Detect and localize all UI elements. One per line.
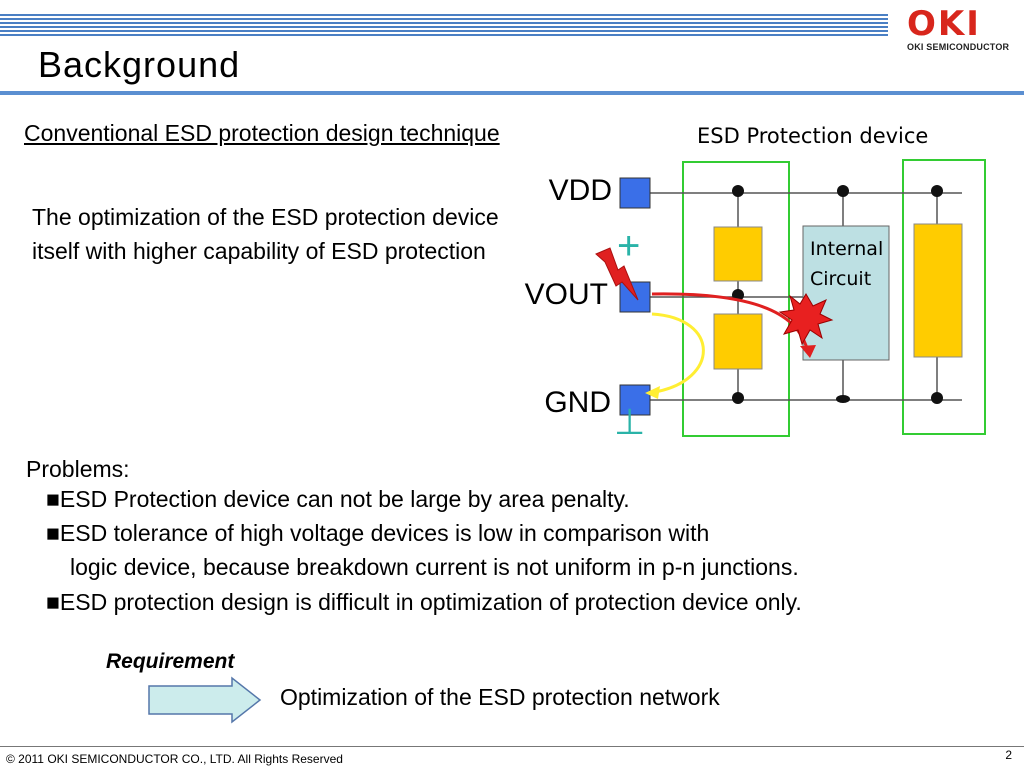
requirement-arrow-icon [148, 676, 262, 724]
gnd-pad [619, 384, 651, 416]
ground-symbol: ⊥ [614, 401, 646, 442]
title-divider [0, 91, 1024, 95]
internal-label-line-2: Circuit [810, 268, 872, 290]
protection-frame-left [682, 161, 790, 437]
problem-item: ■ESD protection design is difficult in o… [46, 589, 802, 615]
problem-item: ■ESD Protection device can not be large … [46, 486, 630, 512]
slide-title: Background [38, 44, 241, 85]
vdd-label: VDD [548, 174, 612, 207]
lightning-bolt-icon [595, 247, 639, 301]
problem-item: ■ESD tolerance of high voltage devices i… [46, 520, 710, 546]
plus-symbol: + [617, 224, 641, 268]
header-stripes [0, 14, 888, 38]
surge-arrowhead [800, 345, 816, 358]
problem-item-continued: logic device, because breakdown current … [70, 554, 799, 580]
junction-dot [837, 185, 849, 197]
gnd-label: GND [544, 386, 611, 419]
junction-dot [836, 395, 850, 403]
protection-device-lower [713, 313, 763, 370]
description-text: The optimization of the ESD protection d… [32, 204, 499, 264]
vdd-pad [619, 177, 651, 209]
esd-device-label: ESD Protection device [697, 124, 929, 148]
power-clamp-device [913, 223, 963, 358]
section-subtitle: Conventional ESD protection design techn… [24, 120, 500, 146]
junction-dot [931, 392, 943, 404]
oki-logo: OKI OKI SEMICONDUCTOR [905, 4, 1017, 54]
vout-label: VOUT [524, 278, 608, 311]
requirement-text: Optimization of the ESD protection netwo… [280, 684, 720, 710]
discharge-path [651, 312, 705, 394]
junction-dot [931, 185, 943, 197]
junction-dot [732, 392, 744, 404]
logo-subtitle: OKI SEMICONDUCTOR [907, 42, 1010, 52]
damage-burst-icon [778, 293, 834, 346]
protection-frame-right [902, 159, 986, 435]
requirement-label: Requirement [106, 650, 235, 673]
protection-device-upper [713, 226, 763, 282]
junction-dot [732, 185, 744, 197]
internal-circuit-block [802, 225, 890, 361]
logo-wordmark: OKI [907, 4, 981, 44]
problems-heading: Problems: [26, 456, 130, 482]
page-number: 2 [1005, 748, 1012, 762]
copyright-text: © 2011 OKI SEMICONDUCTOR CO., LTD. All R… [6, 752, 343, 766]
internal-label-line-1: Internal [810, 238, 884, 260]
discharge-arrowhead [645, 386, 660, 399]
footer-divider [0, 746, 1024, 747]
